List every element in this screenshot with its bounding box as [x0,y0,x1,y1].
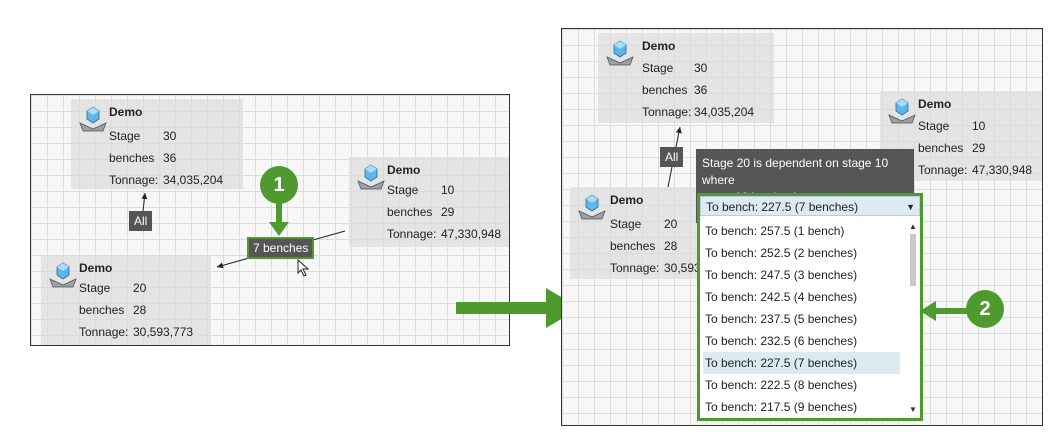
right-diagram-panel: Demo Stage 30 benches 36 Tonnage: 34,035… [561,28,1043,426]
stage-cube-icon [578,194,606,220]
benches-label: benches [918,141,964,155]
stage-label: Stage [918,119,950,133]
bench-link-tag[interactable]: 7 benches [247,237,315,259]
benches-label: benches [610,239,656,253]
stage-node-20[interactable]: Demo Stage 20 benches 28 Tonnage: 30,593… [41,255,211,345]
stage-label: Stage [79,281,111,295]
stage-value: 20 [133,281,147,295]
callout-1-arrow [269,200,289,236]
stage-value: 10 [441,183,455,197]
stage-value: 30 [163,129,177,143]
tonnage-label: Tonnage: [918,163,968,177]
benches-value: 28 [664,239,678,253]
stage-cube-icon [606,40,634,66]
left-diagram-panel: Demo Stage 30 benches 36 Tonnage: 34,035… [30,94,510,346]
tonnage-value: 34,035,204 [694,105,755,119]
node-title: Demo [918,97,952,111]
benches-value: 29 [441,205,455,219]
tonnage-label: Tonnage: [610,261,660,275]
bench-option[interactable]: To bench: 257.5 (1 bench) [705,224,845,238]
all-link-tag[interactable]: All [129,211,153,231]
benches-value: 28 [133,303,147,317]
stage-node-30[interactable]: Demo Stage 30 benches 36 Tonnage: 34,035… [71,99,243,189]
node-title: Demo [109,105,143,119]
stage-cube-icon [49,262,77,288]
stage-node-20[interactable]: Demo Stage 20 benches 28 Tonnage: 30,593 [570,187,704,279]
stage-cube-icon [888,98,916,124]
tonnage-value: 47,330,948 [972,163,1033,177]
tooltip-line-1: Stage 20 is dependent on stage 10 where [702,156,889,187]
scroll-up-icon[interactable]: ▲ [909,222,917,231]
tonnage-value: 34,035,204 [163,173,224,187]
benches-label: benches [79,303,125,317]
stage-value: 20 [664,217,678,231]
bench-option[interactable]: To bench: 232.5 (6 benches) [705,334,858,348]
tonnage-label: Tonnage: [387,227,437,241]
stage-label: Stage [610,217,642,231]
stage-value: 30 [694,61,708,75]
stage-cube-icon [79,106,107,132]
benches-label: benches [387,205,433,219]
tonnage-value: 47,330,948 [441,227,502,241]
stage-label: Stage [109,129,141,143]
stage-node-10[interactable]: Demo Stage 10 benches 29 Tonnage: 47,330… [349,157,509,247]
selected-bench-value: To bench: 227.5 (7 benches) [706,200,859,214]
bench-dropdown[interactable]: To bench: 227.5 (7 benches) ▼ To bench: … [697,193,923,421]
all-link-tag[interactable]: All [660,147,684,167]
benches-label: benches [109,151,155,165]
stage-label: Stage [387,183,419,197]
dropdown-arrow-icon[interactable]: ▼ [906,202,915,212]
node-title: Demo [79,261,113,275]
stage-value: 10 [972,119,986,133]
node-title: Demo [387,163,421,177]
node-title: Demo [642,39,676,53]
bench-option[interactable]: To bench: 247.5 (3 benches) [705,268,858,282]
bench-option[interactable]: To bench: 222.5 (8 benches) [705,378,858,392]
bench-option[interactable]: To bench: 217.5 (9 benches) [705,400,858,414]
step-callout-1: 1 [260,166,298,204]
stage-label: Stage [642,61,674,75]
cursor-icon [297,259,310,277]
tonnage-label: Tonnage: [642,105,692,119]
stage-cube-icon [357,164,385,190]
scroll-down-icon[interactable]: ▼ [909,405,917,414]
benches-value: 36 [163,151,177,165]
callout-2-arrow [920,301,968,321]
benches-label: benches [642,83,688,97]
tonnage-label: Tonnage: [79,325,129,339]
tonnage-value: 30,593 [664,261,701,275]
node-title: Demo [610,193,644,207]
bench-option[interactable]: To bench: 252.5 (2 benches) [705,246,858,260]
bench-dropdown-selected[interactable]: To bench: 227.5 (7 benches) ▼ [700,196,920,216]
benches-value: 36 [694,83,708,97]
benches-value: 29 [972,141,986,155]
bench-option[interactable]: To bench: 237.5 (5 benches) [705,312,858,326]
scrollbar-thumb[interactable] [910,234,916,286]
tonnage-value: 30,593,773 [133,325,194,339]
step-callout-2: 2 [966,290,1004,328]
stage-node-30[interactable]: Demo Stage 30 benches 36 Tonnage: 34,035… [598,33,774,123]
bench-option[interactable]: To bench: 227.5 (7 benches) [703,352,900,374]
tonnage-label: Tonnage: [109,173,159,187]
bench-option[interactable]: To bench: 242.5 (4 benches) [705,290,858,304]
options-scrollbar[interactable]: ▲ ▼ [908,222,918,414]
